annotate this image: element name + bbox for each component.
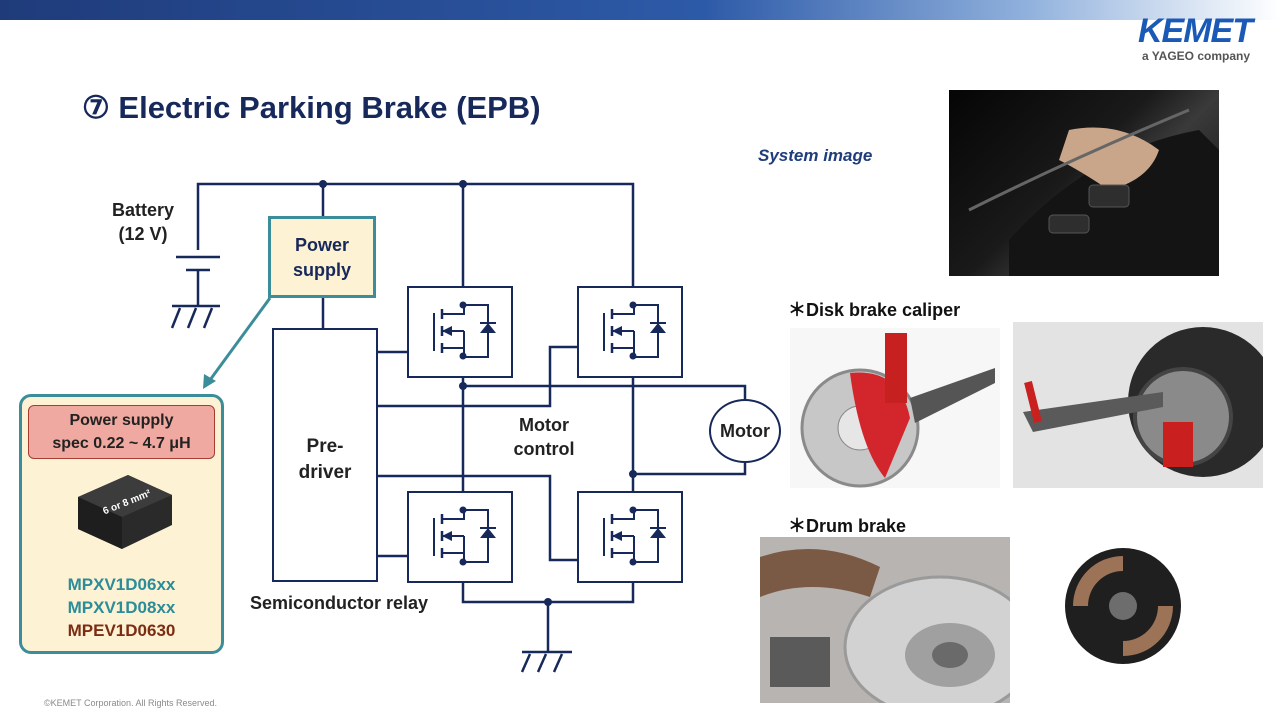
- mosfet-high-left: [406, 285, 514, 379]
- spec-line2: spec 0.22 ~ 4.7 μH: [52, 435, 191, 452]
- battery-label-line2: (12 V): [118, 224, 168, 244]
- mosfet-high-right: [576, 285, 684, 379]
- page-title: ⑦ Electric Parking Brake (EPB): [82, 90, 541, 125]
- system-photo: [949, 90, 1219, 276]
- predriver-line1: Pre-: [306, 436, 344, 457]
- motor-symbol: Motor: [709, 399, 781, 463]
- spec-badge: Power supply spec 0.22 ~ 4.7 μH: [28, 405, 215, 459]
- power-supply-line1: Power: [294, 235, 350, 255]
- power-supply-line2: supply: [292, 260, 351, 280]
- disk-brake-art-2: [1023, 327, 1263, 477]
- motor-control-label: Motor control: [496, 413, 592, 461]
- system-photo-art: [968, 108, 1219, 276]
- logo-tagline: a YAGEO company: [1141, 49, 1250, 63]
- system-image-label: System image: [758, 146, 873, 165]
- drum-brake-art-1: [760, 549, 1010, 703]
- battery-label-line1: Battery: [111, 200, 175, 220]
- disk-brake-art-1: [800, 333, 995, 488]
- part-number-2: MPXV1D08xx: [67, 598, 176, 617]
- motor-control-line1: Motor: [519, 415, 569, 435]
- drum-brake-label: ＊Drum brake: [788, 516, 907, 536]
- drum-brake-art-2: [1065, 548, 1181, 664]
- battery-label: Battery (12 V): [100, 198, 186, 246]
- logo-wordmark: KEMET: [1138, 12, 1253, 50]
- mosfet-low-right: [576, 490, 684, 584]
- power-supply-callout: Power supply spec 0.22 ~ 4.7 μH 6 or 8 m…: [19, 394, 224, 654]
- kemet-logo: KEMET a YAGEO company: [1112, 12, 1253, 66]
- motor-control-line2: control: [513, 439, 575, 459]
- disk-brake-photo-2: [1013, 322, 1263, 488]
- mosfet-low-left: [406, 490, 514, 584]
- part-number-1: MPXV1D06xx: [67, 575, 176, 594]
- header-gradient-bar: [0, 0, 1280, 20]
- disk-brake-photo-1: [790, 328, 1000, 488]
- power-supply-block: Power supply: [268, 216, 376, 298]
- predriver-line2: driver: [298, 462, 352, 483]
- inductor-image: 6 or 8 mm²: [78, 475, 172, 549]
- semiconductor-relay-label: Semiconductor relay: [249, 593, 429, 613]
- drum-brake-photo-2: [1058, 543, 1188, 669]
- copyright: ©KEMET Corporation. All Rights Reserved.: [44, 698, 218, 708]
- spec-line1: Power supply: [69, 412, 174, 429]
- part-number-3: MPEV1D0630: [67, 621, 176, 640]
- predriver-block: Pre- driver: [272, 328, 378, 582]
- disk-brake-label: ＊Disk brake caliper: [788, 300, 961, 320]
- drum-brake-photo-1: [760, 537, 1010, 703]
